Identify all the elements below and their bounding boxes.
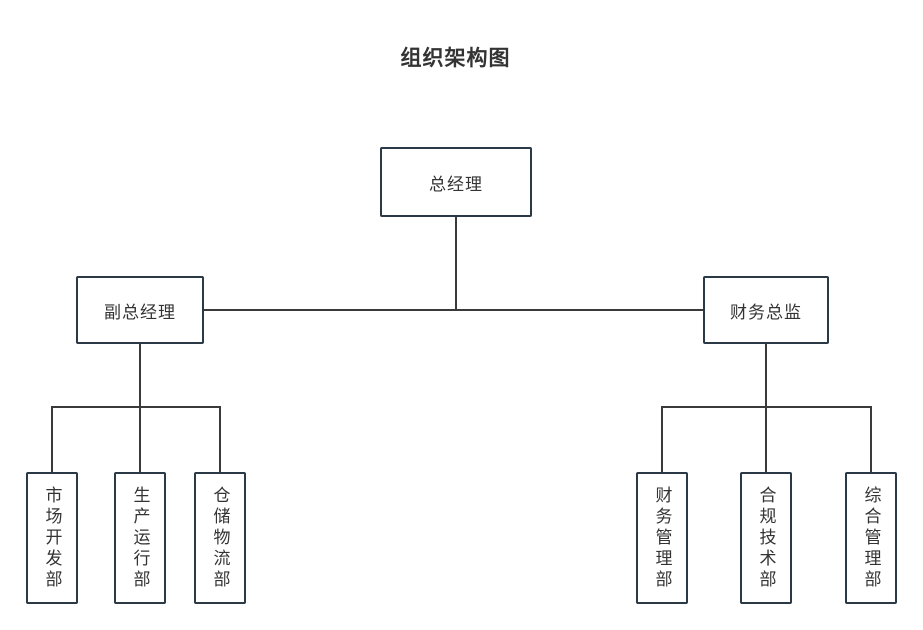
node-label: 生产运行部 — [130, 485, 150, 591]
node-label: 财务总监 — [730, 302, 802, 322]
connector-line — [870, 406, 872, 472]
node-label: 副总经理 — [104, 302, 176, 322]
node-finance-director[interactable]: 财务总监 — [703, 276, 829, 344]
node-label: 仓储物流部 — [210, 485, 230, 591]
node-general-manager[interactable]: 总经理 — [380, 147, 532, 217]
diagram-title: 组织架构图 — [400, 47, 511, 70]
node-general-administration-dept[interactable]: 综合管理部 — [845, 472, 897, 604]
node-production-operations-dept[interactable]: 生产运行部 — [114, 472, 166, 604]
connector-line — [765, 406, 767, 472]
node-label: 合规技术部 — [756, 485, 776, 591]
node-market-development-dept[interactable]: 市场开发部 — [26, 472, 78, 604]
connector-line — [455, 217, 457, 311]
connector-line — [139, 344, 141, 408]
node-deputy-general-manager[interactable]: 副总经理 — [76, 276, 204, 344]
node-label: 财务管理部 — [652, 485, 672, 591]
node-label: 总经理 — [429, 174, 483, 194]
connector-line — [219, 406, 221, 472]
node-label: 综合管理部 — [861, 485, 881, 591]
connector-line — [765, 344, 767, 408]
connector-line — [204, 309, 703, 311]
connector-line — [661, 406, 663, 472]
connector-line — [51, 406, 53, 472]
node-warehouse-logistics-dept[interactable]: 仓储物流部 — [194, 472, 246, 604]
connector-line — [139, 406, 141, 472]
node-label: 市场开发部 — [42, 485, 62, 591]
node-compliance-technology-dept[interactable]: 合规技术部 — [740, 472, 792, 604]
node-finance-management-dept[interactable]: 财务管理部 — [636, 472, 688, 604]
connector-line — [51, 406, 221, 408]
